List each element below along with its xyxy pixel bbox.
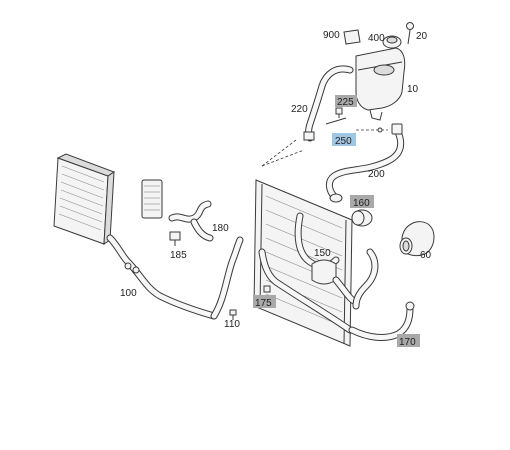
hose-200[interactable] <box>325 123 405 203</box>
label-200: 200 <box>368 169 385 180</box>
hose-100[interactable] <box>106 234 244 320</box>
screw-20[interactable] <box>406 22 414 45</box>
label-225: 225 <box>337 97 354 108</box>
bracket-900[interactable] <box>343 29 361 45</box>
hose-160[interactable] <box>351 209 379 310</box>
label-180: 180 <box>212 223 229 234</box>
line-250[interactable] <box>356 127 388 133</box>
label-175: 175 <box>255 298 272 309</box>
label-175-highlight <box>253 295 276 308</box>
label-250-highlight <box>332 133 356 146</box>
label-150: 150 <box>314 248 331 259</box>
label-170: 170 <box>399 337 416 348</box>
label-20: 20 <box>416 31 428 42</box>
label-60: 60 <box>420 250 432 261</box>
hose-60[interactable] <box>399 221 435 257</box>
label-900: 900 <box>323 30 340 41</box>
hose-220[interactable] <box>303 65 354 142</box>
cap-400[interactable] <box>382 35 402 49</box>
label-250: 250 <box>335 136 352 147</box>
label-220: 220 <box>291 104 308 115</box>
hose-170[interactable] <box>348 301 415 341</box>
expansion-tank[interactable] <box>355 47 406 121</box>
label-185: 185 <box>170 250 187 261</box>
label-160: 160 <box>353 198 370 209</box>
label-110: 110 <box>224 319 240 330</box>
bolt-225[interactable] <box>335 107 343 118</box>
label-160-highlight <box>350 195 374 208</box>
label-400: 400 <box>368 33 385 44</box>
label-170-highlight <box>397 334 420 347</box>
label-225-highlight <box>335 95 357 107</box>
label-10: 10 <box>407 84 419 95</box>
label-100: 100 <box>120 288 137 299</box>
heater-core[interactable] <box>53 153 116 245</box>
fitting-185[interactable] <box>169 231 181 246</box>
hose-180[interactable] <box>168 200 214 242</box>
hose-175[interactable] <box>258 248 354 334</box>
bolt-110[interactable] <box>229 309 237 320</box>
oil-cooler[interactable] <box>141 179 163 219</box>
